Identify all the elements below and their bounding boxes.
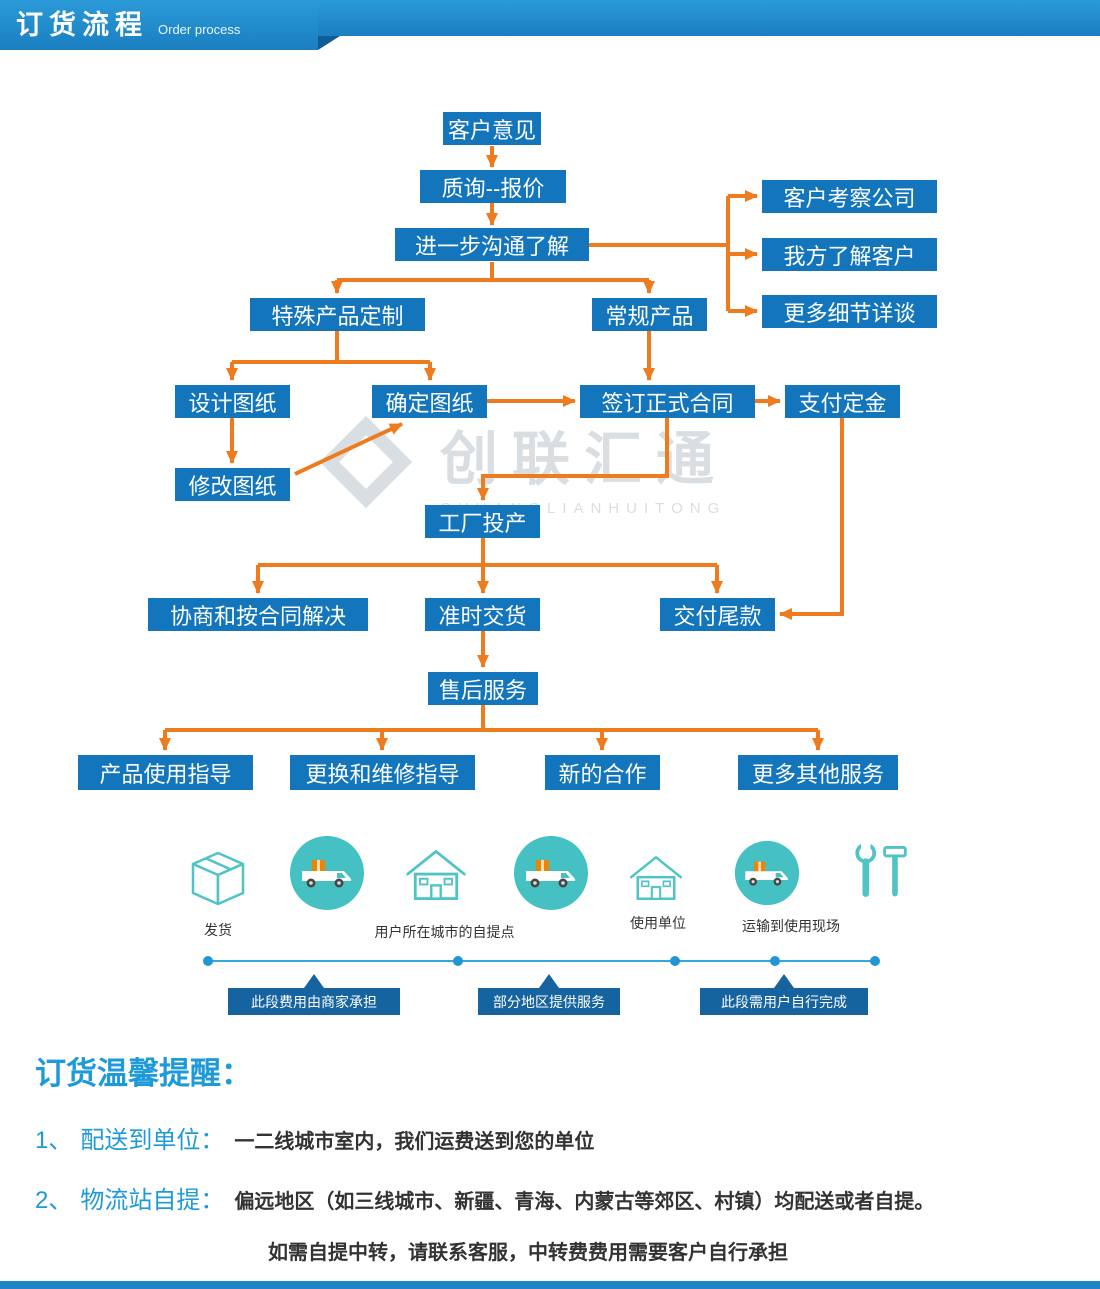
flow-node-replacement-repair-guide: 更换和维修指导 <box>290 755 475 790</box>
timeline-dot <box>770 956 780 966</box>
notice-title: 订货温馨提醒： <box>35 1056 252 1091</box>
step-label-using-unit: 使用单位 <box>630 915 686 931</box>
flow-node-further-communication: 进一步沟通了解 <box>395 228 589 261</box>
watermark-brand-name: 创联汇通 <box>440 427 729 492</box>
flow-node-regular-product: 常规产品 <box>592 298 707 331</box>
flow-node-pay-balance: 交付尾款 <box>660 598 775 631</box>
footer-bar <box>0 1281 1100 1289</box>
watermark: 创联汇通 CHUANGLIANHUITONG <box>318 412 728 517</box>
pickup-point-house-icon <box>403 845 469 910</box>
timeline-dot <box>453 956 463 966</box>
header-tab: 订货流程 Order process <box>0 0 318 50</box>
timeline-dot <box>670 956 680 966</box>
watermark-text: 创联汇通 CHUANGLIANHUITONG <box>440 412 728 517</box>
flow-node-after-sales-service: 售后服务 <box>428 672 538 705</box>
timeline-dot <box>203 956 213 966</box>
cost-note-partial-service: 部分地区提供服务 <box>478 988 620 1015</box>
flow-node-client-visit-company: 客户考察公司 <box>762 180 937 213</box>
flow-node-inquiry-quote: 质询--报价 <box>420 170 566 203</box>
notice-item-text: 偏远地区（如三线城市、新疆、青海、内蒙古等郊区、村镇）均配送或者自提。 <box>234 1191 935 1213</box>
flow-node-pay-deposit: 支付定金 <box>785 385 900 418</box>
step-label-city-pickup: 用户所在城市的自提点 <box>374 924 515 940</box>
flow-node-negotiate-per-contract: 协商和按合同解决 <box>148 598 368 631</box>
notice-extra-line: 如需自提中转，请联系客服，中转费费用需要客户自行承担 <box>268 1242 788 1264</box>
delivery-truck-icon <box>734 840 800 911</box>
flow-node-sign-contract: 签订正式合同 <box>580 385 755 418</box>
notice-item-delivery: 1、 配送到单位： 一二线城市室内，我们运费送到您的单位 <box>35 1120 594 1155</box>
bubble-pointer <box>539 974 559 988</box>
flow-node-design-drawing: 设计图纸 <box>175 385 290 418</box>
step-label-transport-site: 运输到使用现场 <box>742 918 840 934</box>
flow-node-revise-drawing: 修改图纸 <box>175 468 290 501</box>
flow-node-know-the-client: 我方了解客户 <box>762 238 937 271</box>
flow-node-discuss-more-details: 更多细节详谈 <box>762 295 937 328</box>
tools-wrench-hammer-icon <box>845 838 911 909</box>
header-ribbon-fold <box>318 36 340 50</box>
flow-node-more-services: 更多其他服务 <box>738 755 898 790</box>
notice-item-text: 一二线城市室内，我们运费送到您的单位 <box>234 1131 595 1153</box>
page-title: 订货流程 <box>16 10 148 40</box>
flow-node-customer-opinion: 客户意见 <box>443 112 541 145</box>
notice-item-number: 2、 <box>35 1187 73 1214</box>
notice-item-label: 配送到单位： <box>80 1127 225 1154</box>
page-subtitle: Order process <box>158 22 241 37</box>
flow-node-on-time-delivery: 准时交货 <box>425 598 540 631</box>
bubble-pointer <box>304 974 324 988</box>
notice-item-number: 1、 <box>35 1127 73 1154</box>
step-label-shipping: 发货 <box>204 922 232 938</box>
flow-node-new-cooperation: 新的合作 <box>545 755 660 790</box>
timeline-line <box>208 960 875 962</box>
notice-item-self-pickup: 2、 物流站自提： 偏远地区（如三线城市、新疆、青海、内蒙古等郊区、村镇）均配送… <box>35 1180 934 1215</box>
flow-node-product-usage-guide: 产品使用指导 <box>78 755 253 790</box>
destination-house-icon <box>627 852 685 909</box>
delivery-truck-icon <box>513 835 589 916</box>
bubble-pointer <box>774 974 794 988</box>
delivery-truck-icon <box>289 835 365 916</box>
timeline-dot <box>870 956 880 966</box>
flow-node-factory-production: 工厂投产 <box>425 505 540 538</box>
notice-item-label: 物流站自提： <box>80 1187 225 1214</box>
flow-node-custom-product: 特殊产品定制 <box>250 298 425 331</box>
cost-note-user-completes: 此段需用户自行完成 <box>700 988 868 1015</box>
shipping-box-icon <box>183 840 253 915</box>
brand-diamond-logo-icon <box>318 414 414 515</box>
cost-note-merchant-pays: 此段费用由商家承担 <box>228 988 400 1015</box>
flow-node-confirm-drawing: 确定图纸 <box>372 385 487 418</box>
